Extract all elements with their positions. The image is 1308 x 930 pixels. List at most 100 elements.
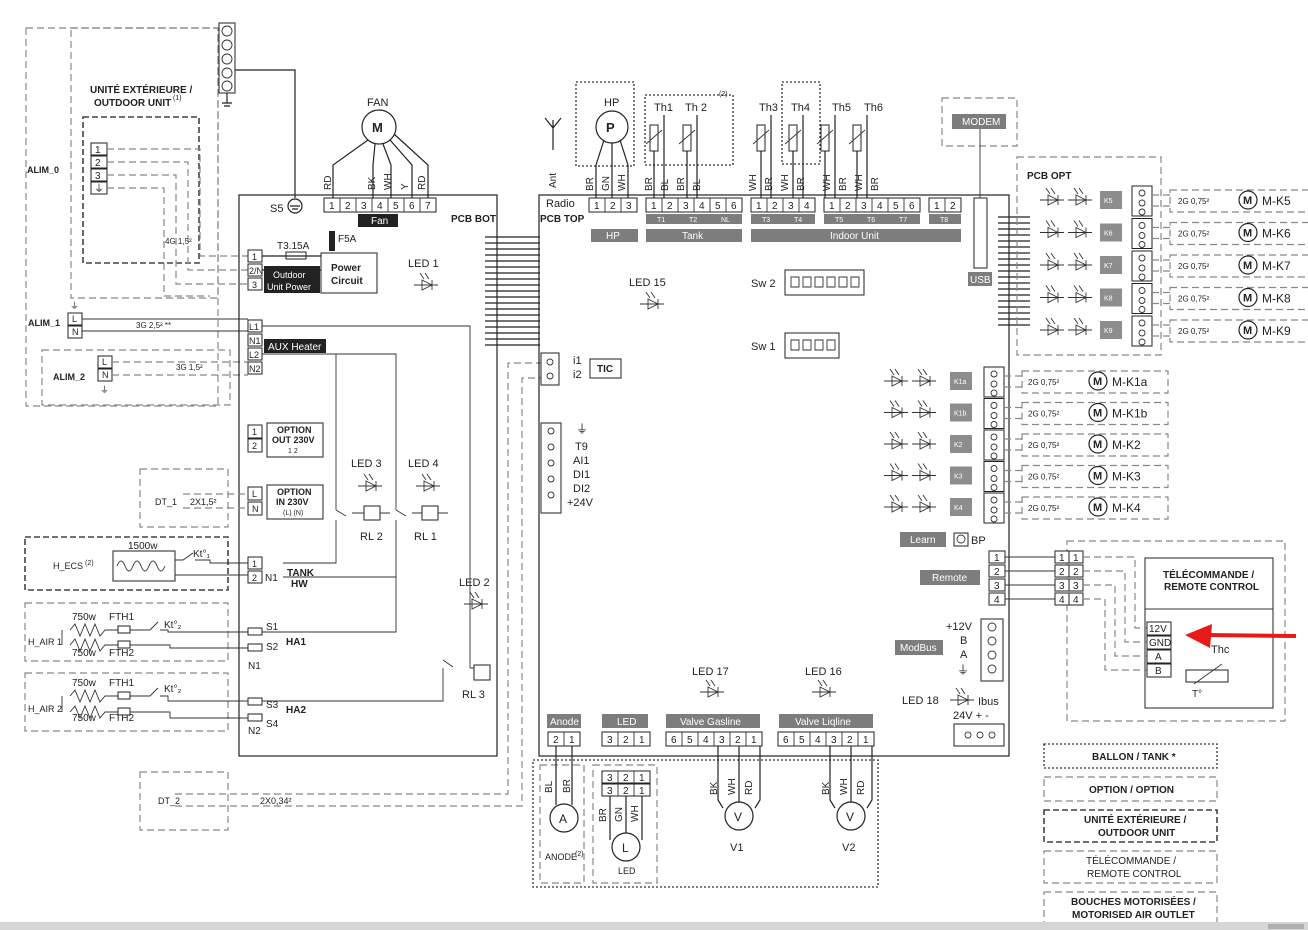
horizontal-scrollbar[interactable] (0, 922, 1308, 930)
ibus-label: Ibus (978, 696, 999, 708)
motor-k1a-symbol: M (1093, 376, 1102, 388)
hp-bar-label: HP (606, 231, 620, 242)
tank-wire-3: BR (676, 177, 687, 191)
terminal-screw-k1b-1 (990, 402, 998, 409)
relay-led-icon-k5-1 (1040, 187, 1064, 206)
h-air1-label: H_AIR 1 (28, 637, 62, 647)
relay-k7-outline (1169, 254, 1308, 278)
h-air1-kt: Kt°₂ (164, 620, 181, 631)
v1-label: V1 (730, 842, 743, 854)
hp-pump-motor: P (606, 120, 615, 135)
legend-outdoor-fr: UNITÉ EXTÉRIEURE / (1084, 813, 1186, 826)
tank-pin-a2: 2 (667, 201, 673, 212)
svg-text:⏚: ⏚ (70, 301, 79, 311)
sig-pin-di2: DI2 (573, 483, 590, 495)
anode-pin-1: 1 (569, 735, 575, 746)
motor-k9-symbol: M (1243, 325, 1252, 337)
indoor-wire-6: BR (838, 177, 849, 191)
led2-label: LED 2 (459, 577, 490, 589)
modbus-pin-a: A (960, 649, 968, 661)
relay-led-icon-k2-2 (912, 431, 936, 450)
fan-pin-6: 6 (409, 201, 415, 212)
th-note: (2) (719, 91, 728, 98)
relay-k8-lead (1152, 291, 1170, 305)
relay-k7-lead (1152, 259, 1170, 272)
indoor-sub-t5: T5 (835, 217, 843, 224)
dt2-cable: 2X0,34² (260, 796, 292, 806)
relay-k1a-lead (1004, 375, 1022, 388)
relay-k7-box (1100, 256, 1122, 274)
tank-wire-4: BL (692, 178, 703, 191)
rc-pin-12v: 12V (1149, 624, 1167, 635)
pcb-opt: PCB OPT (1016, 156, 1162, 356)
legend-outlet-en: MOTORISED AIR OUTLET (1072, 910, 1195, 921)
learn-button[interactable]: Learn (910, 535, 936, 546)
ha2-label: HA2 (286, 705, 306, 716)
motor-k6-label: M-K6 (1262, 227, 1291, 241)
ha1-s2: S2 (266, 642, 279, 653)
led3-icon (358, 473, 382, 492)
scrollbar-thumb[interactable] (1268, 924, 1304, 929)
terminal-screw-k1b-3 (990, 421, 998, 428)
motor-k8-icon (1238, 287, 1258, 308)
power-pin-3: 3 (252, 280, 257, 290)
motor-k1b-label: M-K1b (1112, 407, 1148, 421)
led16-label: LED 16 (805, 666, 842, 678)
indoor-pin-10: 6 (909, 201, 915, 212)
th1-label: Th1 (654, 102, 673, 114)
terminal-screw-k7-2 (1138, 264, 1146, 272)
motor-k5-symbol: M (1243, 195, 1252, 207)
rc-term-3a: 3 (1059, 581, 1065, 592)
sw2-dip-switch[interactable] (784, 269, 865, 296)
hp-pin-1: 1 (594, 201, 600, 212)
relay-k6-terminal (1131, 218, 1153, 249)
led17-icon (700, 679, 724, 698)
relay-k2-lead (1004, 438, 1022, 451)
fan-fuse-label: F5A (338, 234, 357, 245)
v2-label: V2 (842, 842, 855, 854)
relay-k5-label: K5 (1104, 198, 1113, 205)
tic-pin-i1: i1 (573, 355, 582, 367)
svg-text:⏚: ⏚ (576, 422, 588, 436)
motor-k8-label: M-K8 (1262, 292, 1291, 306)
rc-term-1a: 1 (1059, 553, 1065, 564)
indoor-pin-11: 1 (934, 201, 940, 212)
rc-term-2b: 2 (1073, 567, 1079, 578)
relay-k3-label: K3 (954, 474, 963, 481)
sw1-dip-switch[interactable] (784, 332, 840, 359)
led-conn-a2: 2 (623, 773, 629, 784)
svg-text:⏚: ⏚ (957, 663, 969, 677)
v2-wire-wh: WH (839, 778, 850, 795)
led-wire-wh: WH (630, 805, 641, 822)
indoor-sub-t8: T8 (940, 217, 948, 224)
remote-label: Remote (932, 573, 967, 584)
led-lamp-symbol: L (622, 841, 629, 855)
indoor-pin-7: 3 (861, 201, 867, 212)
tank-pin-a4: 4 (699, 201, 705, 212)
indoor-sub-t6: T6 (867, 217, 875, 224)
relay-k5-outline (1169, 189, 1308, 213)
hp-wire-gn: GN (601, 176, 612, 191)
indoor-wire-8: BR (870, 177, 881, 191)
relay-k1b-outline (1021, 401, 1169, 426)
aux-pin-l2: L2 (249, 350, 259, 360)
terminal-screw-k6-2 (1138, 232, 1146, 239)
terminal-screw-k2-2 (990, 443, 998, 451)
relay-k2-cable: 2G 0,75² (1028, 441, 1059, 450)
rl3-label: RL 3 (462, 689, 485, 701)
remote-control-title-fr: TÉLÉCOMMANDE / (1163, 568, 1254, 581)
relay-led-icon-k5-2 (1068, 187, 1092, 206)
motor-k4-label: M-K4 (1112, 501, 1141, 515)
power-circuit-l2: Circuit (331, 276, 363, 287)
relay-led-icon-k7-1 (1040, 252, 1064, 271)
relay-k5-box (1100, 191, 1122, 209)
anode-note-sup: (2) (575, 851, 584, 858)
led15-label: LED 15 (629, 277, 666, 289)
fan-pin-5: 5 (393, 201, 399, 212)
svg-text:⏚: ⏚ (94, 183, 104, 195)
bp-label: BP (971, 535, 986, 547)
terminal-screw-k7-1 (1138, 254, 1146, 262)
rc-term-3b: 3 (1073, 581, 1079, 592)
